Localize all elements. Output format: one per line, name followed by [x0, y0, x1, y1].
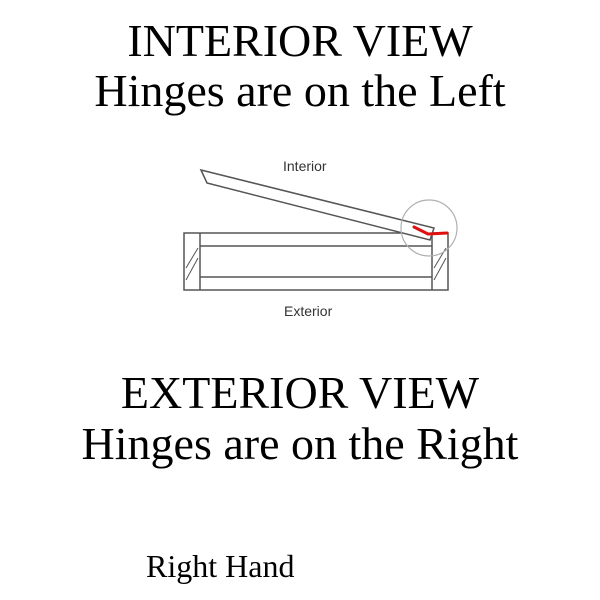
interior-view-title: INTERIOR VIEW — [127, 15, 473, 66]
right-hatch-line — [433, 257, 447, 281]
jamb-hatching — [185, 247, 447, 281]
left-hatch-line — [185, 257, 199, 281]
hand-label: Right Hand — [146, 548, 295, 584]
exterior-view-subtitle: Hinges are on the Right — [81, 418, 519, 469]
exterior-view-title: EXTERIOR VIEW — [120, 367, 480, 418]
frame-outline — [183, 232, 449, 291]
hinge-marker — [412, 225, 449, 236]
door-panel — [199, 168, 435, 241]
interior-view-subtitle: Hinges are on the Left — [94, 65, 506, 116]
door-frame — [183, 232, 449, 291]
interior-label: Interior — [283, 158, 327, 174]
left-hatch-line — [185, 247, 199, 269]
exterior-label: Exterior — [284, 303, 333, 319]
hinge-highlight-circle — [400, 199, 458, 257]
